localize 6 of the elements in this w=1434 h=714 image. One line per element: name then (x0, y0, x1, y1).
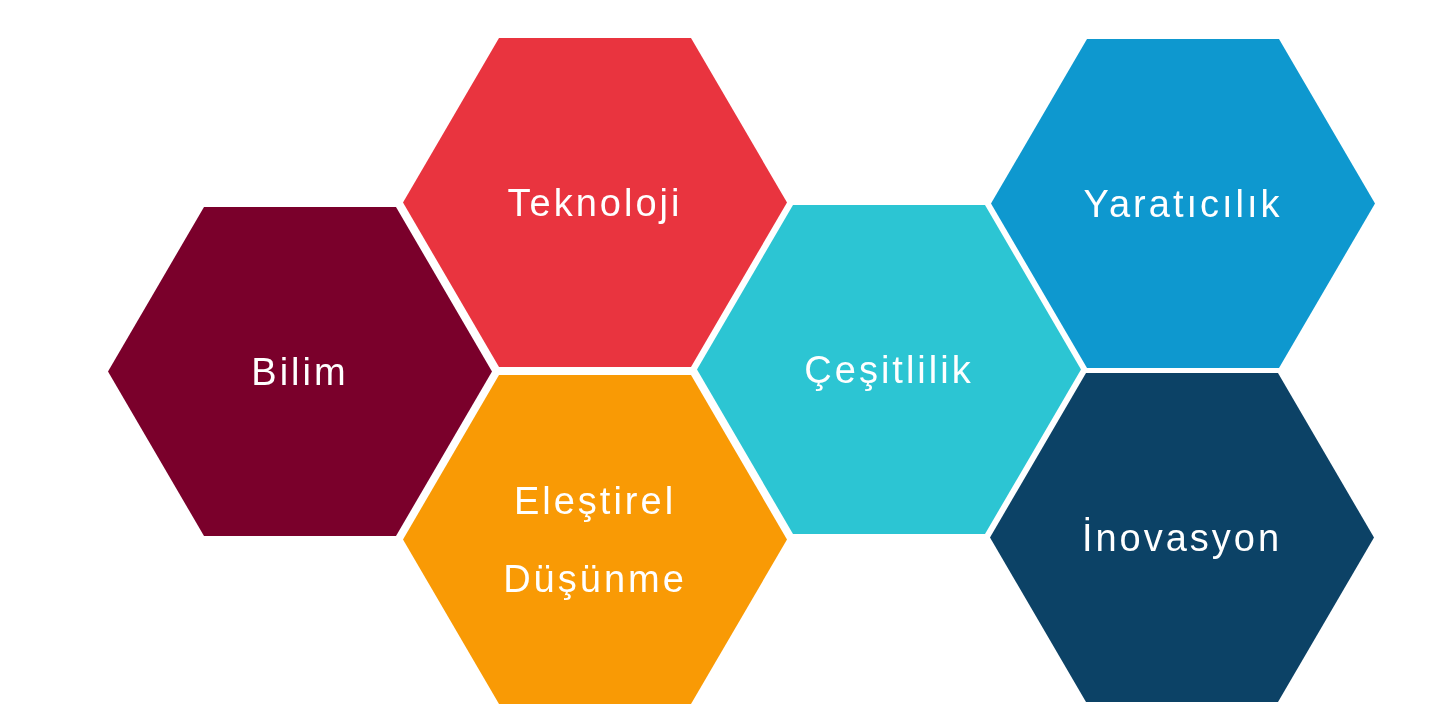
hexagon-label: İnovasyon (1080, 515, 1284, 561)
hexagon-label: Eleştirel Düşünme (502, 478, 688, 602)
hexagon-label: Teknoloji (506, 180, 684, 226)
hexagon-label: Bilim (250, 349, 350, 395)
hexagon-label: Çeşitlilik (803, 347, 975, 393)
hexagon-label: Yaratıcılık (1082, 181, 1284, 227)
